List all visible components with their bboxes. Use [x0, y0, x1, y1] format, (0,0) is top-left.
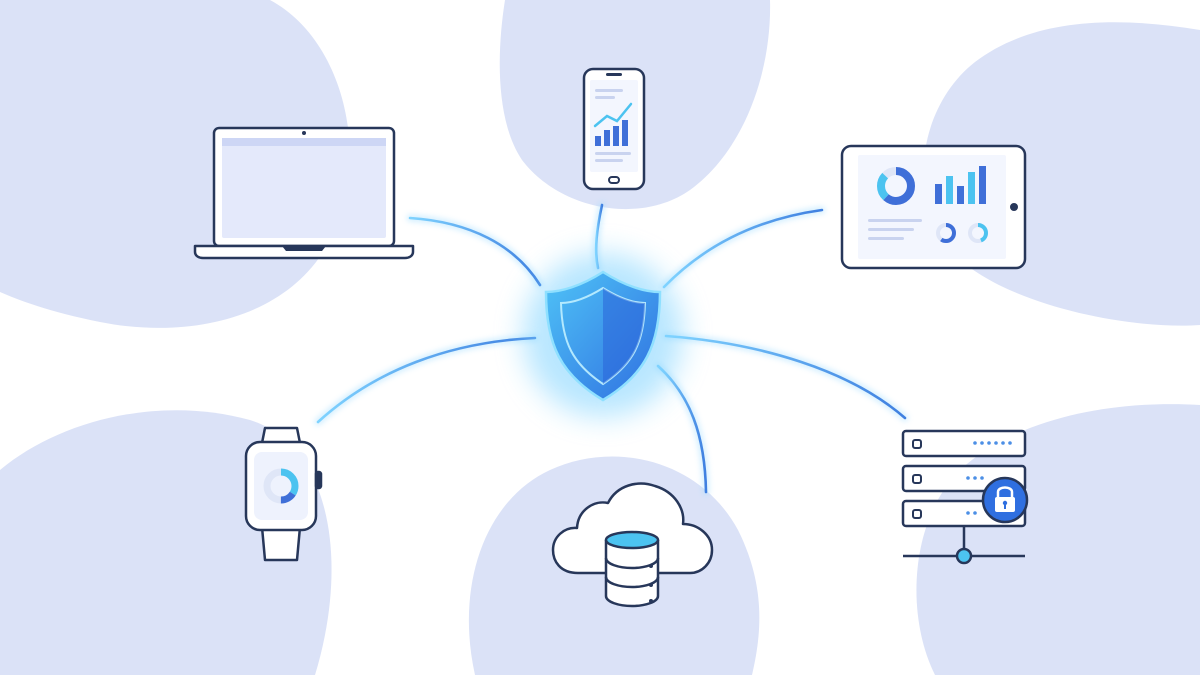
shield-icon — [523, 253, 683, 417]
server-lock-icon — [901, 429, 1029, 565]
connector-server — [664, 334, 907, 420]
smartwatch-icon — [244, 426, 323, 562]
tablet-dashboard-icon — [840, 144, 1027, 270]
connector-smartwatch — [316, 336, 537, 424]
connector-lines — [314, 201, 909, 496]
laptop-icon — [193, 126, 415, 260]
padlock-icon — [981, 476, 1029, 524]
smartphone-analytics-icon — [582, 67, 646, 191]
connector-tablet — [662, 208, 824, 289]
cloud-database-icon — [551, 482, 714, 608]
connector-laptop — [408, 216, 542, 287]
